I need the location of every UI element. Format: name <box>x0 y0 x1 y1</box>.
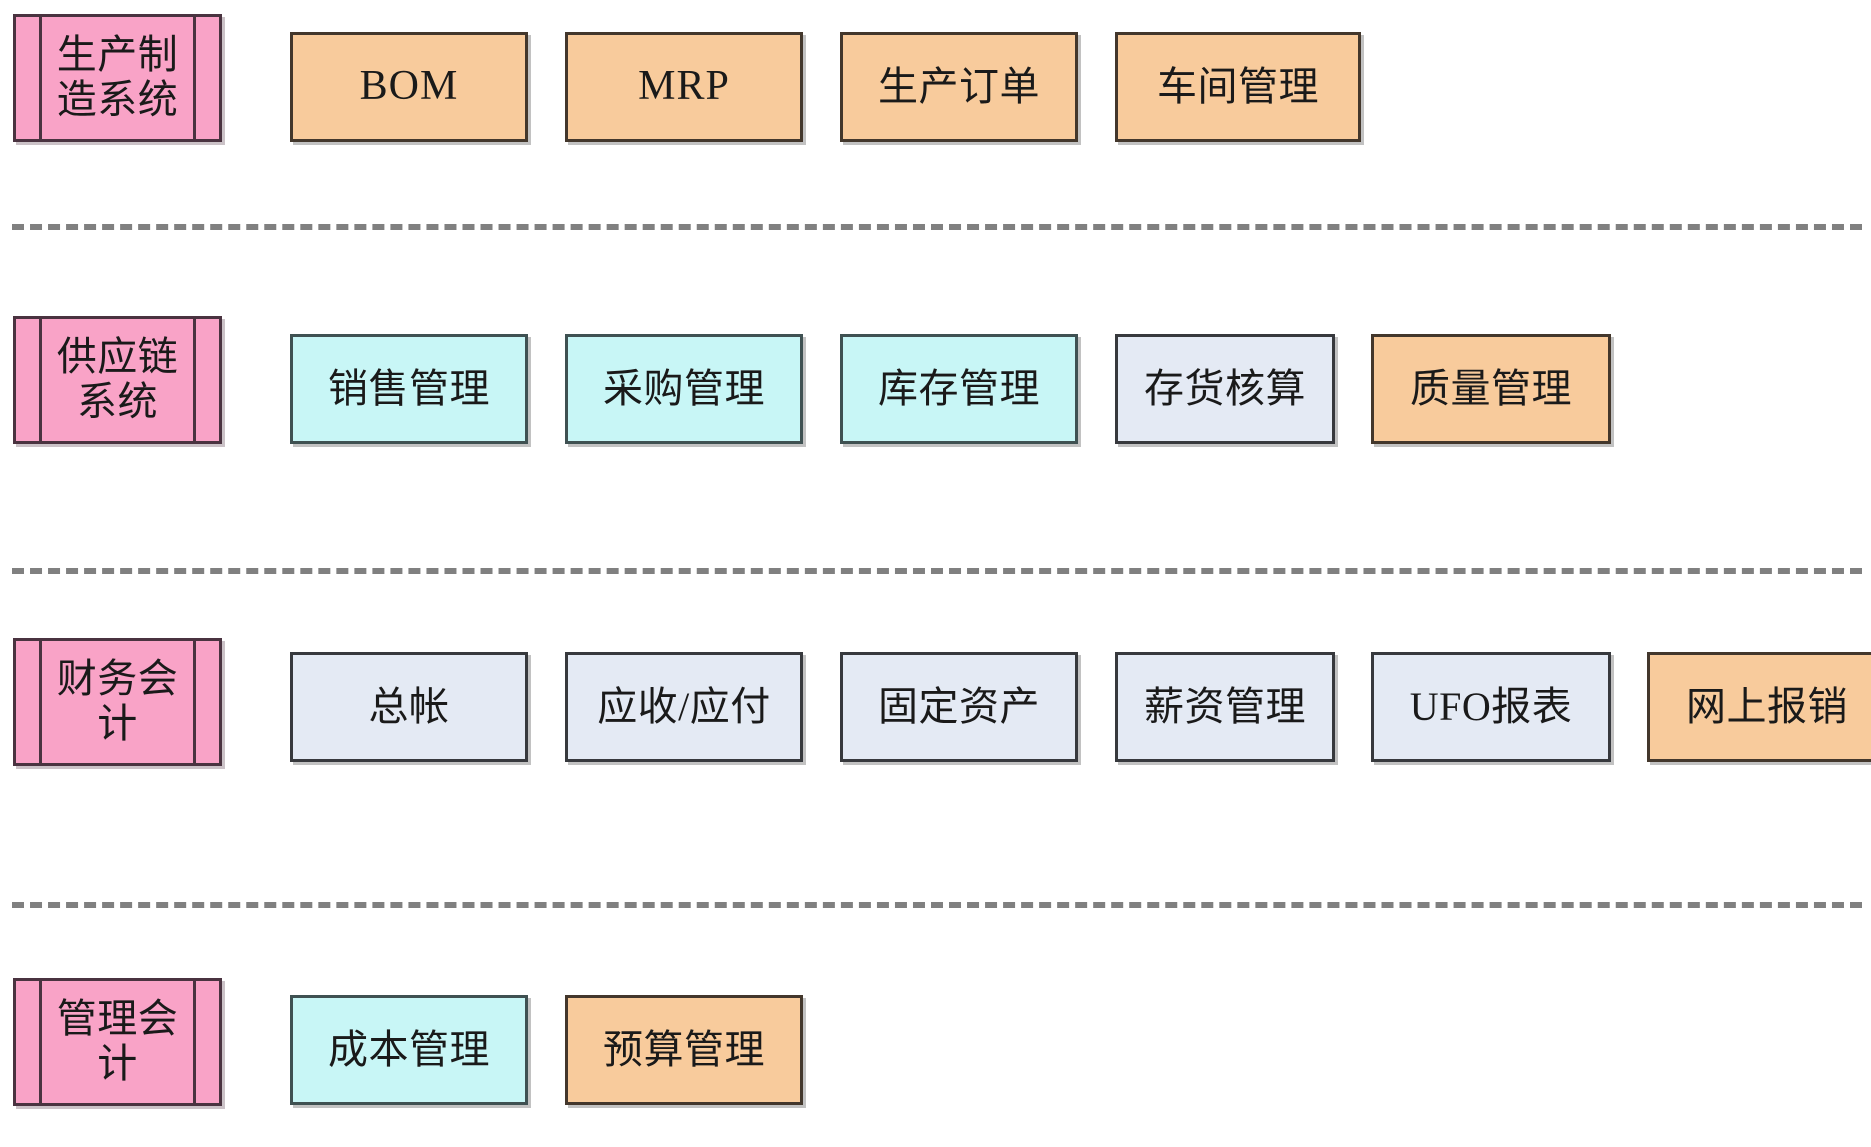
right-bar-decoration <box>193 14 196 142</box>
left-bar-decoration <box>39 316 42 444</box>
module-sales-management[interactable]: 销售管理 <box>290 334 528 444</box>
module-inventory-management[interactable]: 库存管理 <box>840 334 1078 444</box>
module-label: 生产订单 <box>878 63 1040 109</box>
module-purchase-management[interactable]: 采购管理 <box>565 334 803 444</box>
module-label: 销售管理 <box>328 365 490 411</box>
module-cost-management[interactable]: 成本管理 <box>290 995 528 1105</box>
module-mrp[interactable]: MRP <box>565 32 803 142</box>
module-label: 固定资产 <box>878 683 1040 729</box>
module-label: 薪资管理 <box>1144 683 1306 729</box>
left-bar-decoration <box>39 638 42 766</box>
module-label: 库存管理 <box>878 365 1040 411</box>
category-label: 生产制 造系统 <box>56 32 179 122</box>
module-label: 总帐 <box>368 683 450 729</box>
module-label: 成本管理 <box>328 1026 490 1072</box>
module-receivable-payable[interactable]: 应收/应付 <box>565 652 803 762</box>
module-label: 车间管理 <box>1157 63 1319 109</box>
right-bar-decoration <box>193 638 196 766</box>
module-fixed-assets[interactable]: 固定资产 <box>840 652 1078 762</box>
category-supply-chain-system[interactable]: 供应链 系统 <box>13 316 222 444</box>
module-inventory-accounting[interactable]: 存货核算 <box>1115 334 1335 444</box>
module-general-ledger[interactable]: 总帐 <box>290 652 528 762</box>
module-bom[interactable]: BOM <box>290 32 528 142</box>
module-label: 存货核算 <box>1144 365 1306 411</box>
module-label: 采购管理 <box>603 365 765 411</box>
module-label: 预算管理 <box>603 1026 765 1072</box>
category-manufacturing-system[interactable]: 生产制 造系统 <box>13 14 222 142</box>
left-bar-decoration <box>39 14 42 142</box>
left-bar-decoration <box>39 978 42 1106</box>
divider-1 <box>12 224 1862 230</box>
module-label: UFO报表 <box>1409 683 1573 729</box>
right-bar-decoration <box>193 978 196 1106</box>
module-quality-management[interactable]: 质量管理 <box>1371 334 1611 444</box>
category-label: 管理会 计 <box>56 996 179 1086</box>
module-label: 质量管理 <box>1410 365 1572 411</box>
module-production-order[interactable]: 生产订单 <box>840 32 1078 142</box>
module-label: MRP <box>638 63 730 110</box>
module-online-reimbursement[interactable]: 网上报销 <box>1647 652 1871 762</box>
divider-3 <box>12 902 1862 908</box>
category-financial-accounting[interactable]: 财务会 计 <box>13 638 222 766</box>
category-management-accounting[interactable]: 管理会 计 <box>13 978 222 1106</box>
module-budget-management[interactable]: 预算管理 <box>565 995 803 1105</box>
category-label: 供应链 系统 <box>56 334 179 424</box>
module-ufo-report[interactable]: UFO报表 <box>1371 652 1611 762</box>
divider-2 <box>12 568 1862 574</box>
category-label: 财务会 计 <box>56 656 179 746</box>
module-payroll-management[interactable]: 薪资管理 <box>1115 652 1335 762</box>
module-label: 网上报销 <box>1686 683 1848 729</box>
module-workshop-management[interactable]: 车间管理 <box>1115 32 1361 142</box>
module-label: 应收/应付 <box>597 683 771 729</box>
module-label: BOM <box>359 63 459 110</box>
right-bar-decoration <box>193 316 196 444</box>
